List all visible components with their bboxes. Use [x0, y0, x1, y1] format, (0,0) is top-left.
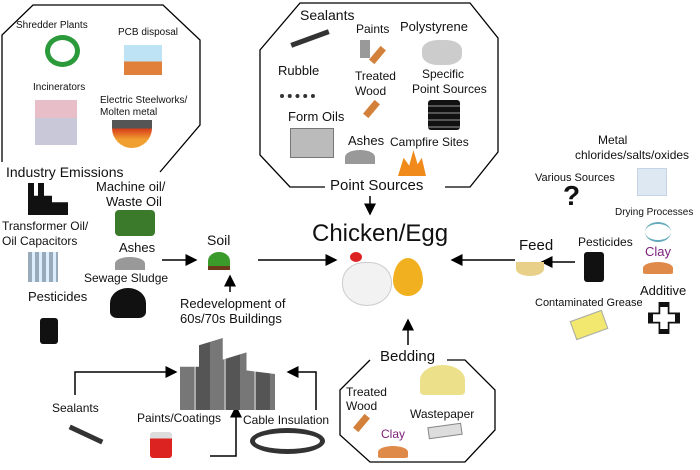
feed-title: Feed: [519, 237, 554, 254]
label-metal: Metal: [598, 133, 628, 147]
label-oil-capacitors: Oil Capacitors: [2, 234, 78, 248]
label-molten-metal: Molten metal: [100, 107, 158, 118]
label-pesticides-soil: Pesticides: [28, 289, 88, 304]
label-paints-coatings: Paints/Coatings: [137, 411, 222, 425]
ice-cube-icon: [637, 168, 667, 196]
soil-title: Soil: [207, 232, 231, 248]
label-wood-bedding: Wood: [346, 399, 378, 413]
label-drying-processes: Drying Processes: [615, 207, 694, 218]
chicken-egg-title: Chicken/Egg: [312, 220, 449, 247]
wind-icon: [645, 222, 671, 242]
polystyrene-icon: [422, 40, 462, 65]
clay-icon: [643, 262, 673, 274]
label-cable-insulation: Cable Insulation: [243, 413, 330, 427]
sludge-icon: [110, 288, 146, 318]
bedding-outline: [339, 359, 496, 463]
ash-pile-icon: [115, 257, 145, 270]
paint-can-icon: [360, 40, 370, 58]
label-campfire-sites: Campfire Sites: [390, 135, 469, 149]
label-contaminated-grease: Contaminated Grease: [535, 297, 643, 309]
seedling-icon: [208, 252, 230, 270]
label-polystyrene: Polystyrene: [400, 19, 468, 34]
label-redevelopment: Redevelopment of: [180, 296, 286, 311]
rubble-icon: [280, 82, 315, 98]
incinerator-icon: [35, 100, 77, 145]
label-additive: Additive: [640, 283, 687, 298]
label-pesticides-feed: Pesticides: [578, 235, 633, 249]
label-rubble: Rubble: [278, 63, 320, 78]
label-ashes-soil: Ashes: [119, 240, 156, 255]
label-shredder-plants: Shredder Plants: [16, 20, 88, 31]
pesticide-sprayer-icon: [584, 252, 604, 282]
label-pcb-disposal: PCB disposal: [118, 27, 179, 38]
wood-shavings-icon: [420, 365, 465, 395]
point-sources-title: Point Sources: [328, 177, 426, 195]
label-point-sources-specific: Point Sources: [412, 82, 487, 96]
factory-icon: [124, 45, 162, 75]
industry-emissions-title: Industry Emissions: [4, 164, 126, 181]
transformer-icon: [28, 252, 58, 282]
pesticide-sprayer-icon: [40, 318, 58, 344]
bedding-title: Bedding: [378, 348, 438, 366]
label-sealants-ps: Sealants: [300, 7, 355, 23]
label-wood: Wood: [355, 84, 387, 98]
label-sewage-sludge: Sewage Sludge: [84, 271, 169, 285]
label-clay-feed: Clay: [645, 244, 672, 259]
label-machine-oil: Machine oil/: [96, 179, 166, 194]
chicken-icon: [342, 262, 392, 306]
feed-bowl-icon: [516, 262, 544, 276]
label-wastepaper: Wastepaper: [410, 407, 475, 421]
label-paints-ps: Paints: [356, 22, 390, 36]
concrete-block-icon: [290, 128, 334, 158]
egg-icon: [393, 258, 423, 296]
chicken-comb-icon: [350, 252, 362, 262]
label-electric-steelworks: Electric Steelworks/: [100, 95, 188, 106]
label-form-oils: Form Oils: [288, 109, 345, 124]
ash-pile-icon: [345, 150, 375, 164]
label-60s-70s-buildings: 60s/70s Buildings: [180, 311, 282, 326]
label-transformer-oil: Transformer Oil/: [2, 219, 89, 233]
label-sealants-buildings: Sealants: [52, 401, 99, 415]
recycle-icon: [45, 35, 80, 67]
tractor-icon: [115, 210, 155, 236]
label-treated: Treated: [355, 69, 396, 83]
point-sources-outline: [259, 2, 499, 188]
label-various-sources: Various Sources: [535, 172, 615, 184]
cable-icon: [250, 428, 325, 454]
industry-outline: [1, 4, 201, 173]
barrels-icon: [428, 100, 460, 130]
question-mark-icon: ?: [563, 180, 581, 211]
label-clay-bedding: Clay: [381, 427, 406, 441]
paint-can-icon: [150, 432, 172, 458]
label-incinerators: Incinerators: [33, 82, 86, 93]
label-ashes-ps: Ashes: [348, 133, 385, 148]
label-specific: Specific: [422, 67, 465, 81]
label-treated-bedding: Treated: [346, 385, 387, 399]
label-waste-oil: Waste Oil: [106, 194, 162, 209]
label-metal-chlorides: chlorides/salts/oxides: [575, 148, 690, 162]
clay-icon: [378, 446, 408, 458]
